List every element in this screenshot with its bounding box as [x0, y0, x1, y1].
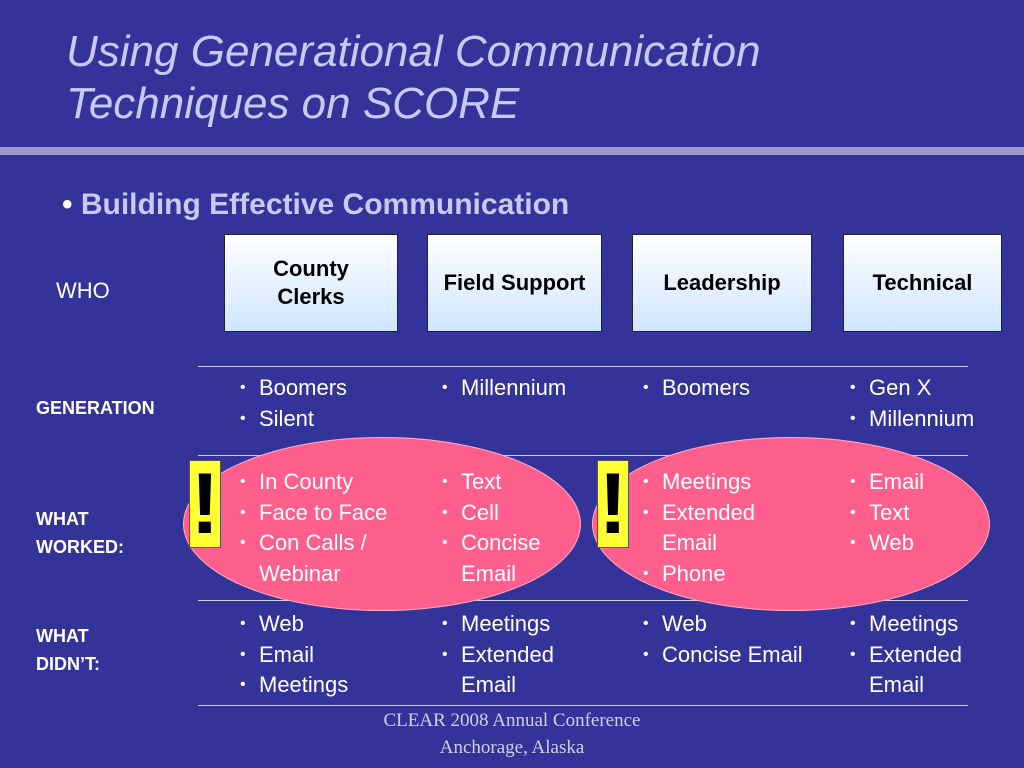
list-item: Cell	[440, 498, 570, 529]
who-label: WHO	[56, 278, 110, 303]
column-header-label: Leadership	[663, 270, 781, 295]
list-item: In County	[238, 467, 418, 498]
slide-title: Using Generational Communication Techniq…	[66, 27, 761, 128]
list-item: Silent	[238, 404, 428, 435]
column-header-field-support: Field Support	[427, 234, 602, 332]
row-label-what-didnt: WHAT DIDN’T:	[36, 626, 100, 674]
list-item: Email	[848, 467, 978, 498]
list-item: Millennium	[848, 404, 1020, 435]
cell-didnt-technical: Meetings Extended Email	[848, 609, 988, 701]
cell-didnt-field-support: Meetings Extended Email	[440, 609, 580, 701]
column-header-county-clerks: County Clerks	[224, 234, 398, 332]
list-item: Meetings	[440, 609, 580, 640]
column-header-label: Technical	[872, 270, 973, 295]
cell-generation-technical: Gen X Millennium	[848, 373, 1020, 434]
row-divider	[198, 455, 968, 456]
list-item: Extended Email	[641, 498, 781, 559]
list-item: Web	[848, 528, 978, 559]
cell-generation-leadership: Boomers	[641, 373, 831, 404]
list-item: Web	[238, 609, 418, 640]
title-divider	[0, 147, 1024, 155]
column-header-label: County Clerks	[273, 256, 349, 309]
row-divider	[198, 600, 968, 601]
list-item: Meetings	[848, 609, 988, 640]
list-item: Boomers	[238, 373, 428, 404]
column-header-leadership: Leadership	[632, 234, 812, 332]
column-header-label: Field Support	[443, 270, 586, 295]
cell-generation-county-clerks: Boomers Silent	[238, 373, 428, 434]
list-item: Con Calls / Webinar	[238, 528, 418, 589]
cell-generation-field-support: Millennium	[440, 373, 630, 404]
exclamation-icon: !	[597, 460, 629, 548]
list-item: Phone	[641, 559, 781, 590]
list-item: Gen X	[848, 373, 1020, 404]
list-item: Concise Email	[641, 640, 841, 671]
row-divider	[198, 366, 968, 367]
list-item: Extended Email	[440, 640, 580, 701]
cell-didnt-county-clerks: Web Email Meetings	[238, 609, 418, 701]
row-label-what-worked: WHAT WORKED:	[36, 509, 124, 557]
column-header-technical: Technical	[843, 234, 1002, 332]
cell-worked-county-clerks: In County Face to Face Con Calls / Webin…	[238, 467, 418, 589]
subtitle-bullet: •	[62, 188, 73, 221]
subtitle-text: Building Effective Communication	[80, 188, 570, 221]
list-item: Meetings	[641, 467, 781, 498]
cell-worked-leadership: Meetings Extended Email Phone	[641, 467, 781, 589]
list-item: Extended Email	[848, 640, 988, 701]
list-item: Meetings	[238, 670, 418, 701]
row-divider	[198, 705, 968, 706]
list-item: Concise Email	[440, 528, 570, 589]
footer-line-1: CLEAR 2008 Annual Conference	[383, 710, 641, 731]
cell-didnt-leadership: Web Concise Email	[641, 609, 841, 670]
exclamation-icon: !	[189, 460, 221, 548]
list-item: Millennium	[440, 373, 630, 404]
list-item: Email	[238, 640, 418, 671]
list-item: Web	[641, 609, 841, 640]
footer: CLEAR 2008 Annual Conference Anchorage, …	[312, 707, 712, 761]
list-item: Text	[848, 498, 978, 529]
list-item: Text	[440, 467, 570, 498]
list-item: Face to Face	[238, 498, 418, 529]
cell-worked-technical: Email Text Web	[848, 467, 978, 559]
subtitle: • Building Effective Communication	[62, 188, 569, 222]
row-label-generation: GENERATION	[36, 398, 155, 418]
cell-worked-field-support: Text Cell Concise Email	[440, 467, 570, 589]
footer-line-2: Anchorage, Alaska	[439, 737, 585, 758]
list-item: Boomers	[641, 373, 831, 404]
